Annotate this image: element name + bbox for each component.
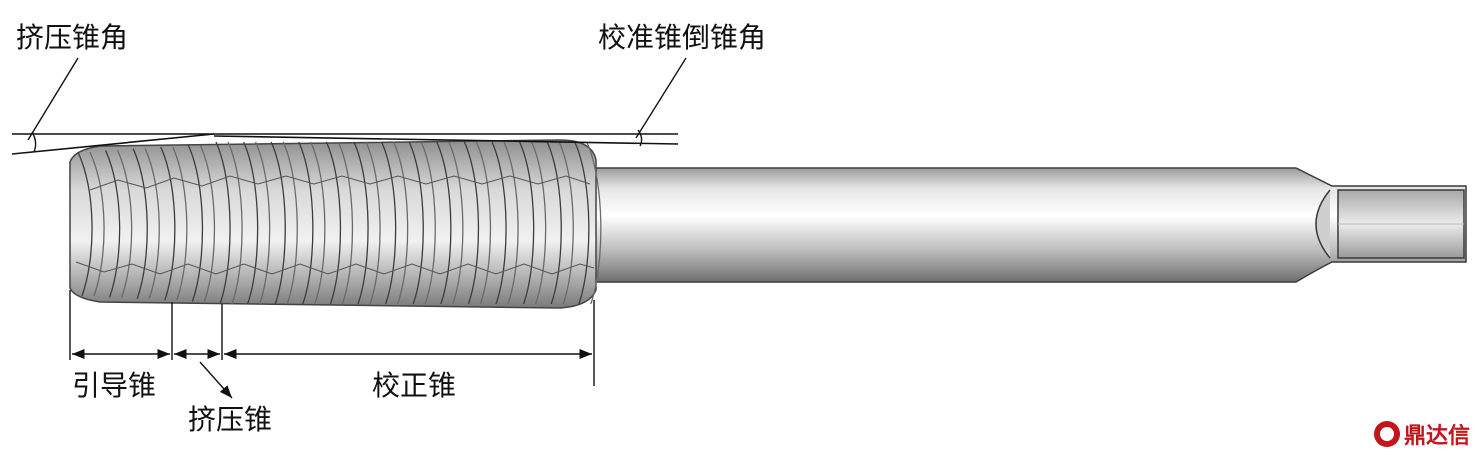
tap-shank	[591, 167, 1467, 283]
thread-flank-inner	[117, 150, 133, 298]
thread-flank	[270, 141, 286, 305]
thread-flank	[546, 141, 562, 305]
dimension-lines	[72, 348, 592, 399]
thread-flank-inner	[393, 141, 409, 305]
thread-crest-line-bottom	[75, 261, 595, 275]
angle-leaders	[27, 57, 687, 153]
label-squeeze-cone: 挤压锥	[188, 403, 273, 436]
thread-flank-inner	[531, 141, 547, 305]
label-calibration-cone: 校正锥	[372, 369, 457, 402]
thread-flank	[325, 141, 342, 305]
angle-arc-left	[31, 131, 37, 153]
thread-flank-inner	[365, 141, 381, 305]
thread-flank-inner	[227, 141, 243, 305]
chamfer-taper-line	[213, 135, 679, 145]
thread-flank	[160, 146, 176, 301]
thread-flank-inner	[503, 141, 519, 305]
thread-flank	[298, 141, 314, 305]
thread-flank	[243, 141, 259, 305]
label-guide-cone: 引导锥	[72, 369, 157, 402]
taper-reference-lines	[11, 133, 679, 155]
thread-flank-inner	[199, 145, 216, 302]
thread-flank	[187, 145, 204, 302]
thread-flank	[353, 141, 369, 305]
thread-flank-inner	[89, 151, 105, 297]
dimension-extension-lines	[69, 290, 595, 386]
thread-flank	[463, 141, 480, 305]
thread-flank	[132, 148, 148, 299]
thread-flank-inner	[172, 146, 188, 301]
thread-flank	[436, 141, 452, 305]
thread-flank	[381, 141, 397, 305]
thread-section	[69, 139, 602, 309]
thread-flank-inner	[282, 141, 298, 305]
thread-flank-inner	[586, 141, 602, 305]
thread-flank	[105, 150, 121, 298]
thread-flank	[215, 141, 231, 305]
thread-flank-inner	[144, 148, 160, 299]
thread-flank-inner	[310, 141, 326, 305]
thread-flank	[408, 141, 424, 305]
thread-flank-inner	[420, 141, 436, 305]
thread-flank	[491, 141, 507, 305]
thread-flank	[574, 141, 590, 305]
label-squeeze-taper-angle: 挤压锥角	[16, 21, 129, 54]
squeeze-taper-line	[11, 133, 215, 155]
logo-icon	[1373, 421, 1400, 447]
angle-arc-right	[637, 129, 643, 147]
leader-squeeze-cone	[199, 361, 233, 399]
watermark-text: 鼎达信	[1403, 424, 1470, 449]
thread-flank	[519, 141, 535, 305]
thread-crest-line-top	[89, 175, 591, 191]
thread-flank-inner	[337, 141, 354, 305]
label-calibration-chamfer-angle: 校准锥倒锥角	[598, 21, 767, 54]
leader-chamfer-angle	[635, 57, 687, 139]
thread-flank-inner	[475, 141, 492, 305]
thread-flank	[77, 151, 93, 297]
thread-flank-inner	[558, 141, 574, 305]
thread-flank-inner	[448, 141, 464, 305]
thread-flank-inner	[255, 141, 271, 305]
leader-squeeze-taper-angle	[27, 57, 79, 141]
watermark-logo: 鼎达信	[1373, 418, 1470, 450]
